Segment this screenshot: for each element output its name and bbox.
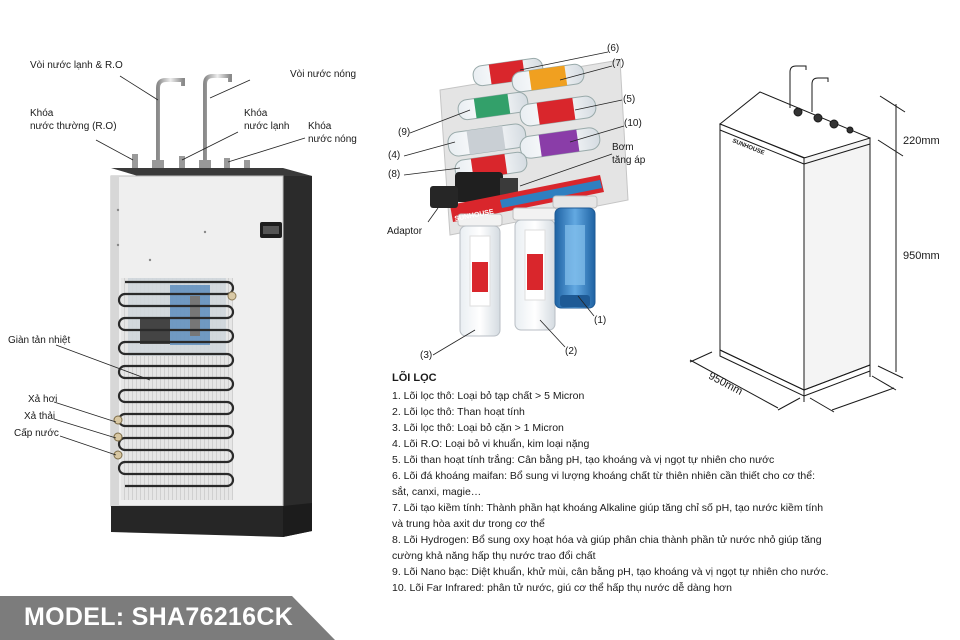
drain-label: Xả thải <box>24 411 56 422</box>
filter-description-list: LÕI LỌC 1. Lõi lọc thô: Loại bỏ tạp chất… <box>392 372 842 596</box>
filter-number-10: (10) <box>624 118 642 129</box>
list-item: 1. Lõi lọc thô: Loại bỏ tạp chất > 5 Mic… <box>392 390 585 402</box>
list-item: 5. Lõi than hoạt tính trắng: Cân bằng pH… <box>392 454 775 466</box>
top-dimension-label: 220mm <box>903 135 940 147</box>
model-label: MODEL: SHA76216CK <box>24 603 294 631</box>
list-item: sắt, canxi, magie… <box>392 486 482 498</box>
filter-number-3: (3) <box>420 350 433 361</box>
filter-system <box>430 57 629 337</box>
cartridge-9 <box>457 91 529 121</box>
normal-valve-label-1: Khóa <box>30 108 54 119</box>
normal-valve-label-2: nước thường (R.O) <box>30 121 117 132</box>
filter-number-2: (2) <box>565 346 578 357</box>
list-item: 9. Lõi Nano bạc: Diệt khuẩn, khử mùi, câ… <box>392 566 829 578</box>
model-banner <box>0 596 335 640</box>
adaptor-label: Adaptor <box>387 226 423 237</box>
list-item: 4. Lõi R.O: Loại bỏ vi khuẩn, kim loại n… <box>392 438 590 450</box>
pump-label-2: tăng áp <box>612 155 646 166</box>
cooler-cabinet <box>110 74 312 537</box>
cartridge-4 <box>447 123 527 157</box>
radiator-label: Giàn tản nhiệt <box>8 335 71 346</box>
list-item: 10. Lõi Far Infrared: phân tử nước, giú … <box>392 582 732 594</box>
list-item: cường khả năng hấp thụ nước trao đổi chấ… <box>392 550 596 562</box>
list-item: 3. Lõi lọc thô: Loại bỏ cặn > 1 Micron <box>392 422 564 434</box>
list-item: 6. Lõi đá khoáng maifan: Bổ sung vi lượn… <box>392 470 816 482</box>
hot-tap-label: Vòi nước nóng <box>290 69 357 80</box>
cold-ro-tap-label: Vòi nước lạnh & R.O <box>30 60 123 71</box>
filter-number-7: (7) <box>612 58 625 69</box>
dimension-drawing <box>689 65 906 413</box>
list-item: 2. Lõi lọc thô: Than hoạt tính <box>392 406 525 418</box>
list-item: 7. Lõi tạo kiềm tính: Thành phần hạt kho… <box>392 502 824 514</box>
cartridge-7 <box>511 63 585 93</box>
filter-leader-lines <box>403 51 625 356</box>
housing-3 <box>457 213 503 337</box>
filter-number-1: (1) <box>594 315 607 326</box>
list-item: 8. Lõi Hydrogen: Bổ sung oxy hoạt hóa và… <box>392 534 822 546</box>
water-supply-label: Cấp nước <box>14 428 59 439</box>
pump-label-1: Bơm <box>612 142 634 153</box>
hot-valve-label-2: nước nóng <box>308 134 357 145</box>
cooler-leader-lines <box>53 75 306 456</box>
height-dimension-label: 950mm <box>903 250 940 262</box>
filter-number-5: (5) <box>623 94 636 105</box>
filter-number-9: (9) <box>398 127 411 138</box>
cartridge-5 <box>519 95 597 127</box>
filter-number-6: (6) <box>607 43 620 54</box>
cartridge-10 <box>519 127 601 159</box>
filter-number-4: (4) <box>388 150 401 161</box>
vent-label: Xả hơi <box>28 394 58 405</box>
hot-valve-label-1: Khóa <box>308 121 332 132</box>
filter-list-title: LÕI LỌC <box>392 372 437 384</box>
cold-valve-label-1: Khóa <box>244 108 268 119</box>
filter-number-8: (8) <box>388 169 401 180</box>
housing-2 <box>512 207 558 331</box>
cold-valve-label-2: nước lạnh <box>244 121 290 132</box>
list-item: và trung hòa axit dư trong cơ thể <box>392 518 545 530</box>
housing-1 <box>552 195 598 309</box>
